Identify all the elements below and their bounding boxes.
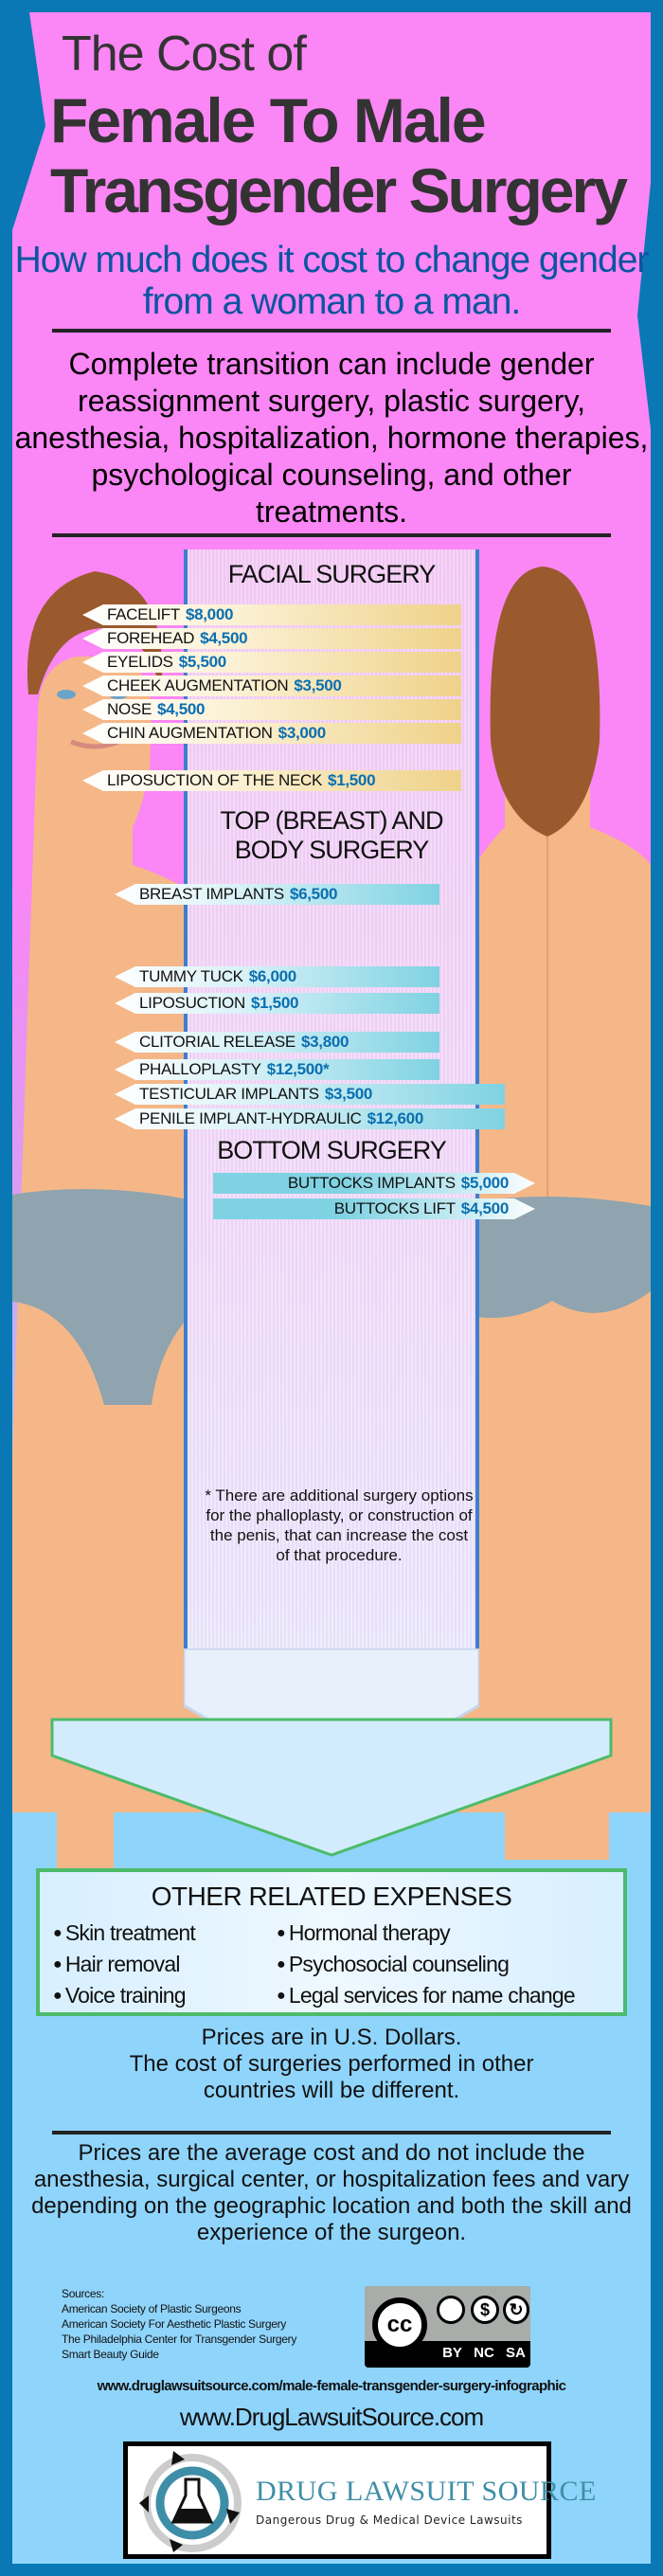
procedure-label: BREAST IMPLANTS $6,500: [115, 884, 439, 905]
currency-note-line: The cost of surgeries performed in other…: [129, 2051, 534, 2103]
procedure-name: FACELIFT: [107, 605, 180, 623]
procedure-label: FOREHEAD $4,500: [82, 628, 461, 649]
procedure-label: BUTTOCKS LIFT$4,500: [213, 1198, 535, 1219]
procedure-price: $5,500: [178, 653, 227, 671]
source-item: The Philadelphia Center for Transgender …: [62, 2333, 297, 2346]
ribbon-notches: [12, 12, 651, 429]
divider: [52, 329, 611, 333]
front-body-figure: [12, 571, 218, 1869]
infographic: The Cost of Female To Male Transgender S…: [12, 12, 651, 2564]
heading-line: TOP (BREAST) AND: [220, 806, 443, 835]
procedure-price: $4,500: [200, 629, 248, 647]
source-item: Smart Beauty Guide: [62, 2348, 159, 2361]
sa-icon: ↻: [503, 2296, 529, 2324]
procedure-price: $3,000: [278, 724, 327, 742]
title-line-1: The Cost of: [62, 27, 307, 81]
sources-label: Sources:: [62, 2287, 104, 2300]
currency-note: Prices are in U.S. Dollars. The cost of …: [12, 2025, 651, 2104]
divider: [52, 2131, 611, 2135]
source-item: American Society of Plastic Surgeons: [62, 2302, 242, 2315]
procedure-name: FOREHEAD: [107, 629, 195, 647]
procedure-label: NOSE$4,500: [82, 699, 461, 720]
title-line-2: Female To Male: [50, 85, 487, 155]
green-chevron: [50, 1718, 613, 1857]
procedure-price: $6,500: [289, 885, 338, 903]
procedure-price: $12,500*: [266, 1060, 330, 1078]
procedure-price: $3,500: [324, 1085, 373, 1103]
logo-tagline: Dangerous Drug & Medical Device Lawsuits: [256, 2513, 523, 2527]
logo-name: DRUG LAWSUIT SOURCE: [256, 2476, 597, 2507]
expense-item: Voice training: [53, 1982, 187, 2009]
procedure-name: EYELIDS: [107, 653, 173, 671]
nc-dollar-icon: $: [471, 2296, 499, 2324]
cc-license-badge[interactable]: cc $ ↻ BY NC SA: [365, 2286, 530, 2368]
procedure-name: NOSE: [107, 700, 152, 718]
procedure-label: BUTTOCKS IMPLANTS$5,000: [213, 1173, 535, 1194]
procedure-label: TESTICULAR IMPLANTS $3,500: [115, 1084, 505, 1105]
expense-item: Psychosocial counseling: [277, 1951, 510, 1978]
procedure-label: PHALLOPLASTY $12,500*: [115, 1059, 439, 1080]
other-expenses-box: OTHER RELATED EXPENSES Skin treatment Ha…: [36, 1868, 627, 2016]
procedure-name: BUTTOCKS IMPLANTS: [287, 1174, 456, 1192]
title-line-3: Transgender Surgery: [50, 155, 628, 225]
procedure-label: LIPOSUCTION OF THE NECK $1,500: [82, 770, 461, 791]
currency-note-line: Prices are in U.S. Dollars.: [201, 2025, 462, 2050]
procedure-label: CLITORIAL RELEASE$3,800: [115, 1032, 439, 1053]
cc-icon: cc: [372, 2297, 427, 2352]
procedure-price: $1,500: [250, 994, 299, 1012]
footnote: * There are additional surgery options f…: [205, 1486, 474, 1564]
by-person-icon: [437, 2296, 465, 2324]
procedure-label: CHEEK AUGMENTATION $3,500: [82, 676, 461, 696]
procedure-price: $3,500: [294, 676, 342, 694]
procedure-price: $1,500: [328, 771, 376, 789]
intro-text: Complete transition can include gender r…: [14, 347, 649, 529]
procedure-name: PENILE IMPLANT-HYDRAULIC: [139, 1109, 362, 1127]
procedure-price: $8,000: [185, 605, 234, 623]
expense-item: Legal services for name change: [277, 1982, 576, 2009]
procedure-price: $5,000: [460, 1174, 509, 1192]
subtitle: How much does it cost to change gender f…: [14, 240, 650, 322]
procedure-name: BUTTOCKS LIFT: [333, 1199, 456, 1217]
source-item: American Society For Aesthetic Plastic S…: [62, 2317, 286, 2331]
procedure-price: $4,500: [460, 1199, 509, 1217]
procedure-name: TUMMY TUCK: [139, 967, 243, 985]
divider: [52, 533, 611, 537]
expense-item: Hair removal: [53, 1951, 181, 1978]
procedure-name: CHEEK AUGMENTATION: [107, 676, 289, 694]
flask-logo-icon: [139, 2451, 242, 2552]
procedure-name: CHIN AUGMENTATION: [107, 724, 273, 742]
procedure-name: PHALLOPLASTY: [139, 1060, 261, 1078]
infographic-url[interactable]: www.druglawsuitsource.com/male-female-tr…: [97, 2378, 566, 2394]
procedure-name: CLITORIAL RELEASE: [139, 1033, 296, 1051]
procedure-price: $6,000: [248, 967, 297, 985]
procedure-label: PENILE IMPLANT-HYDRAULIC $12,600: [115, 1108, 505, 1129]
procedure-price: $3,800: [300, 1033, 349, 1051]
other-expenses-heading: OTHER RELATED EXPENSES: [151, 1882, 512, 1911]
heading-bottom-surgery: BOTTOM SURGERY: [217, 1136, 447, 1164]
disclaimer: Prices are the average cost and do not i…: [31, 2140, 632, 2245]
back-body-figure: [448, 567, 651, 1860]
site-url[interactable]: www.DrugLawsuitSource.com: [179, 2403, 484, 2431]
procedure-name: BREAST IMPLANTS: [139, 885, 284, 903]
expense-item: Hormonal therapy: [277, 1919, 451, 1947]
procedure-price: $12,600: [367, 1109, 424, 1127]
sa-label: SA: [506, 2345, 526, 2361]
procedure-label: TUMMY TUCK $6,000: [115, 966, 439, 987]
nc-label: NC: [474, 2345, 494, 2361]
procedure-name: LIPOSUCTION: [139, 994, 245, 1012]
by-label: BY: [442, 2345, 462, 2361]
heading-facial-surgery: FACIAL SURGERY: [227, 560, 437, 588]
procedure-name: TESTICULAR IMPLANTS: [139, 1085, 319, 1103]
procedure-label: LIPOSUCTION $1,500: [115, 993, 439, 1014]
sources: Sources: American Society of Plastic Sur…: [62, 2286, 296, 2362]
procedure-name: LIPOSUCTION OF THE NECK: [107, 771, 323, 789]
heading-line: BODY SURGERY: [234, 836, 430, 864]
procedure-label: CHIN AUGMENTATION $3,000: [82, 723, 461, 744]
procedure-price: $4,500: [156, 700, 206, 718]
procedure-label: EYELIDS $5,500: [82, 652, 461, 673]
drug-lawsuit-source-logo[interactable]: DRUG LAWSUIT SOURCE Dangerous Drug & Med…: [123, 2441, 596, 2559]
expense-item: Skin treatment: [53, 1919, 196, 1947]
procedure-label: FACELIFT $8,000: [82, 604, 461, 625]
